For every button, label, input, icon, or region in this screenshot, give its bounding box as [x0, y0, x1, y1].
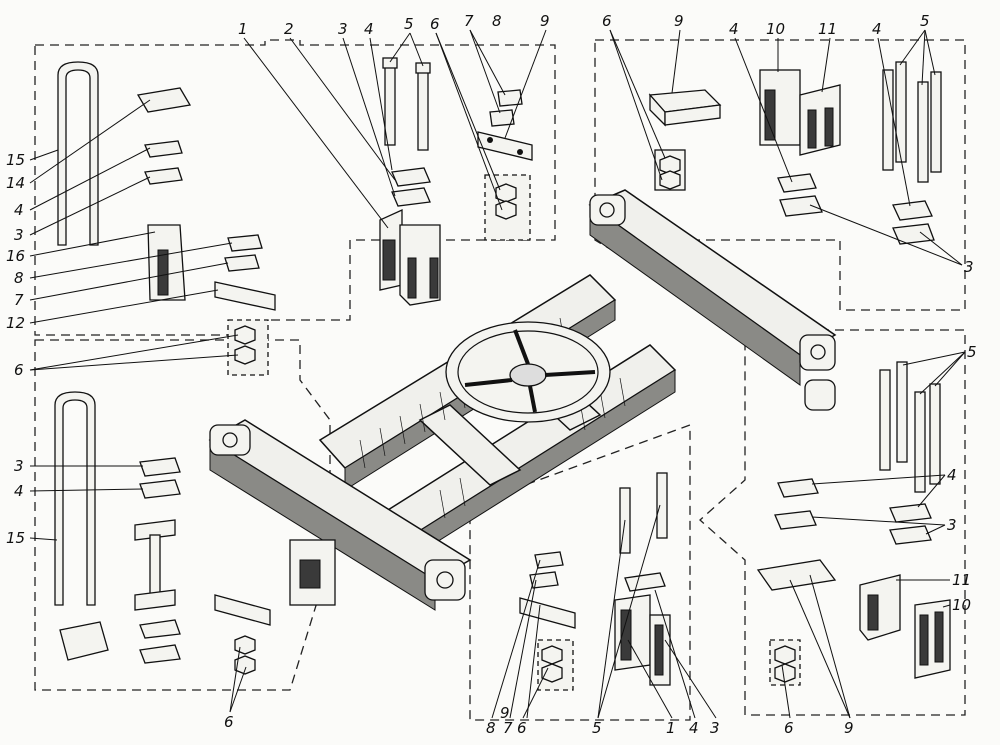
- callout-top-9: 9: [540, 12, 550, 30]
- callout-tr-9: 9: [674, 12, 684, 30]
- callout-rm-3: 3: [947, 516, 957, 534]
- callout-top-3: 3: [338, 20, 348, 38]
- callout-lt-8: 8: [14, 269, 24, 287]
- callout-bc-4: 4: [689, 719, 699, 737]
- callout-top-1: 1: [238, 20, 248, 38]
- left-top-parts: [57, 61, 276, 376]
- callout-bc-8: 8: [486, 719, 496, 737]
- callout-tr-3: 3: [964, 258, 974, 276]
- callout-lt-7: 7: [14, 291, 24, 309]
- callout-lt-4: 4: [14, 201, 24, 219]
- main-frame: [208, 189, 837, 611]
- callout-rm-5: 5: [967, 343, 977, 361]
- callout-br-6: 6: [784, 719, 794, 737]
- callout-bc-5: 5: [592, 719, 602, 737]
- callout-top-2: 2: [284, 20, 294, 38]
- callout-bc-7: 7: [503, 719, 513, 737]
- callout-lb-3: 3: [14, 457, 24, 475]
- callout-lb-6: 6: [224, 713, 234, 731]
- callout-bc-1: 1: [666, 719, 676, 737]
- callout-tr-5: 5: [920, 12, 930, 30]
- callout-top-6: 6: [430, 15, 440, 33]
- callout-lt-16: 16: [6, 247, 25, 265]
- callout-rm-4: 4: [947, 466, 957, 484]
- leader-lines: [29, 29, 966, 719]
- callout-rm-11: 11: [952, 571, 971, 589]
- callout-tr-10: 10: [766, 20, 785, 38]
- callout-br-9: 9: [844, 719, 854, 737]
- callout-tr-4a: 4: [729, 20, 739, 38]
- callout-bc-3: 3: [710, 719, 720, 737]
- left-bottom-parts: [54, 391, 271, 675]
- callout-tr-11: 11: [818, 20, 837, 38]
- callout-bc-6: 6: [517, 719, 527, 737]
- callout-lt-15: 15: [6, 151, 25, 169]
- callout-top-4: 4: [364, 20, 374, 38]
- bottom-right-parts: [756, 559, 837, 686]
- callout-tr-4b: 4: [872, 20, 882, 38]
- callout-lb-15: 15: [6, 529, 25, 547]
- callout-top-7: 7: [464, 12, 474, 30]
- bottom-center-parts: [519, 472, 671, 691]
- top-right-parts: [648, 61, 942, 245]
- callout-lb-4: 4: [14, 482, 24, 500]
- callout-bc-9: 9: [500, 704, 510, 722]
- callout-labels: 1 2 3 4 5 6 7 8 9 6 9 4 10 11 4 5 3 15 1…: [6, 12, 977, 737]
- right-middle-parts: [774, 361, 951, 679]
- callout-lt-12: 12: [6, 314, 25, 332]
- callout-lt-14: 14: [6, 174, 25, 192]
- callout-rm-10: 10: [952, 596, 971, 614]
- callout-top-5: 5: [404, 15, 414, 33]
- callout-lt-3: 3: [14, 226, 24, 244]
- callout-top-8: 8: [492, 12, 502, 30]
- callout-tr-6: 6: [602, 12, 612, 30]
- top-center-parts: [379, 57, 533, 306]
- callout-lt-6: 6: [14, 361, 24, 379]
